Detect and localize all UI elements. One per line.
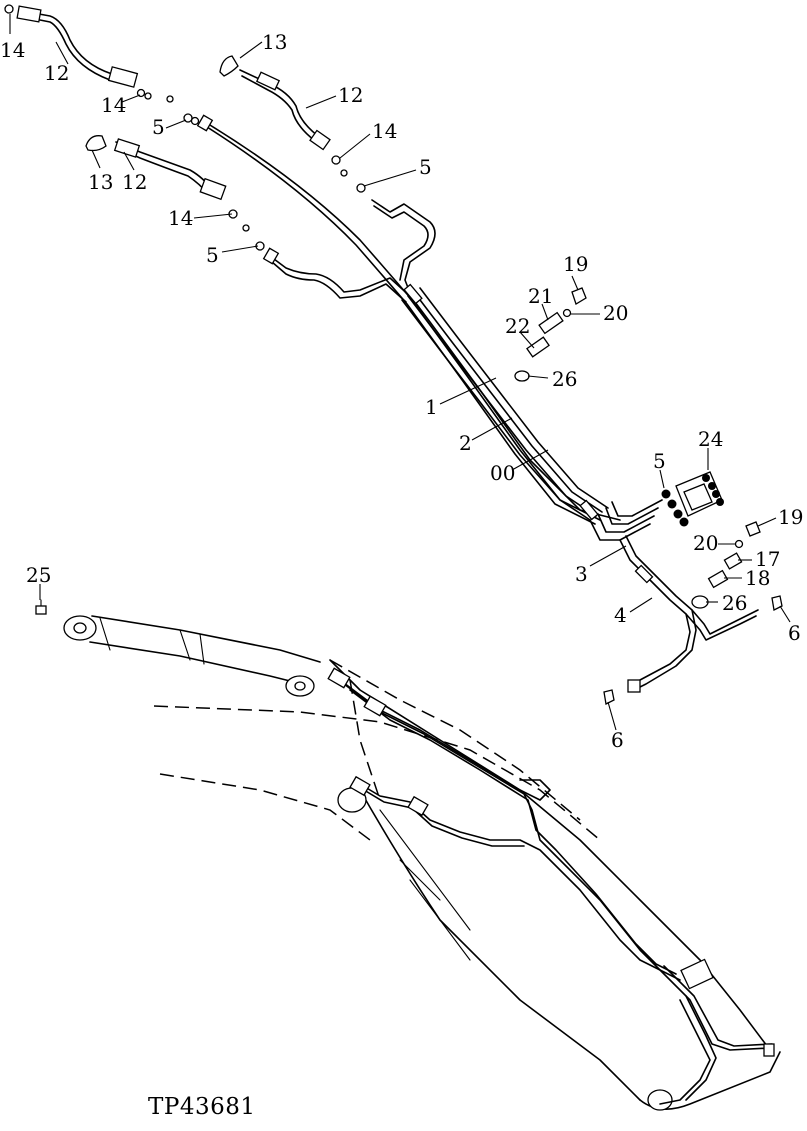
boom-tubes <box>327 667 775 1105</box>
fitting-14-middle <box>228 209 265 251</box>
tube-00-long <box>196 114 601 525</box>
tube-3-4 <box>619 535 759 693</box>
callout-14: 14 <box>372 119 397 143</box>
callout-17: 17 <box>755 547 780 571</box>
fittings-17-20-lower <box>603 521 783 705</box>
hose-12-upper-left <box>16 5 139 88</box>
boom-cylinder <box>63 615 321 697</box>
callout-5: 5 <box>653 449 666 473</box>
callout-2: 2 <box>459 431 472 455</box>
callout-19: 19 <box>778 505 803 529</box>
fitting-14-right <box>331 155 366 193</box>
tube-bundle <box>401 283 609 521</box>
callout-5: 5 <box>206 243 219 267</box>
boom-outline-dashed <box>153 659 601 841</box>
callout-5: 5 <box>152 115 165 139</box>
callout-5: 5 <box>419 155 432 179</box>
callout-12: 12 <box>122 170 147 194</box>
callout-6: 6 <box>611 728 624 752</box>
bolt-25 <box>35 599 47 615</box>
callout-14: 14 <box>0 38 25 62</box>
callout-26: 26 <box>552 367 577 391</box>
figure-id-label: TP43681 <box>148 1094 256 1120</box>
callout-21: 21 <box>528 284 553 308</box>
callout-20: 20 <box>603 301 628 325</box>
callout-26: 26 <box>722 591 747 615</box>
callout-4: 4 <box>614 603 627 627</box>
fittings-5-stack <box>661 489 689 527</box>
hose-12-upper-right <box>219 55 331 151</box>
tube-bends-manifold <box>589 499 663 541</box>
callout-25: 25 <box>26 563 51 587</box>
callout-14: 14 <box>101 93 126 117</box>
boom-body <box>329 659 781 1111</box>
callout-14: 14 <box>168 206 193 230</box>
callout-labels: 14 12 14 5 13 12 13 12 14 5 14 5 19 21 2… <box>0 30 803 752</box>
tube-1-top <box>371 199 436 299</box>
callout-19: 19 <box>563 252 588 276</box>
callout-6: 6 <box>788 621 801 645</box>
fittings-19-22-upper <box>514 287 587 382</box>
callout-3: 3 <box>575 562 588 586</box>
callout-1: 1 <box>425 395 438 419</box>
callout-13: 13 <box>88 170 113 194</box>
hose-12-middle <box>85 135 227 201</box>
callout-00: 00 <box>490 461 515 485</box>
callout-22: 22 <box>505 314 530 338</box>
leader-lines <box>9 14 791 731</box>
callout-20: 20 <box>693 531 718 555</box>
callout-12: 12 <box>338 83 363 107</box>
callout-13: 13 <box>262 30 287 54</box>
callout-18: 18 <box>745 566 770 590</box>
callout-12: 12 <box>44 61 69 85</box>
callout-24: 24 <box>698 427 723 451</box>
fitting-5-upper <box>166 95 200 126</box>
manifold-block-24 <box>675 471 724 517</box>
